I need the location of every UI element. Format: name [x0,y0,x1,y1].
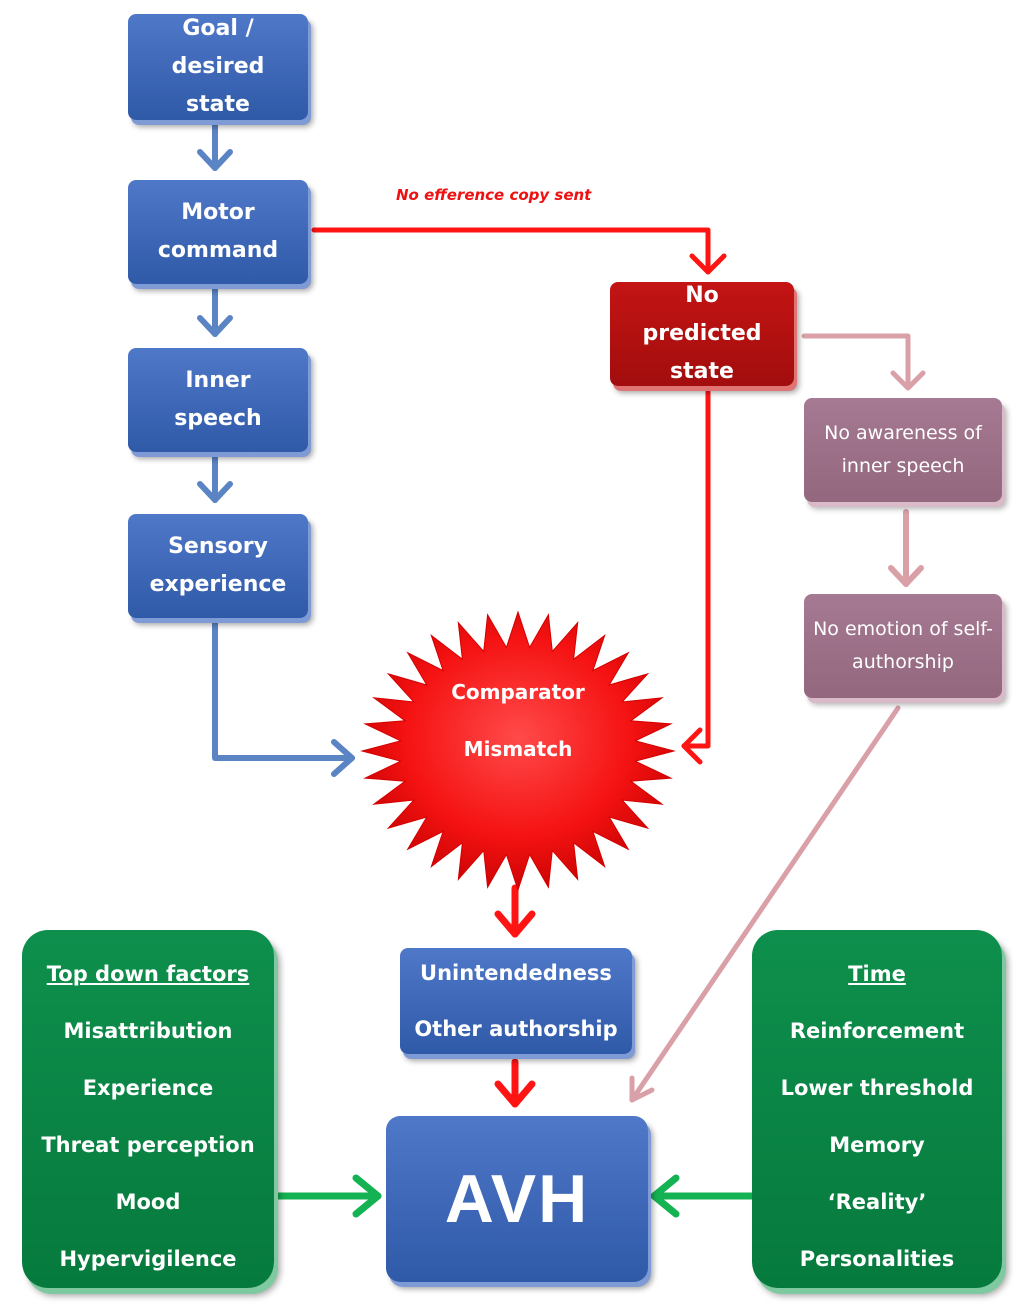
top-down-item: Hypervigilence [59,1247,237,1271]
unintendedness-to-avh-arrow [494,1058,536,1108]
motor-to-inner-arrow [197,285,233,337]
inner-speech-node: Inner speech [128,348,308,452]
comparator-text: Comparator Mismatch [360,664,676,778]
top-down-factors-panel: Top down factors Misattribution Experien… [22,930,274,1288]
time-title: Time [848,962,906,986]
top-down-item: Threat perception [41,1133,255,1157]
inner-to-sensory-arrow [197,453,233,503]
time-item: Reinforcement [789,1019,965,1043]
time-item: Personalities [799,1247,955,1271]
time-item: ‘Reality’ [827,1190,927,1214]
sensory-to-comparator-arrow [212,619,355,777]
sensory-experience-label: Sensory experience [149,534,287,597]
no-predicted-state-label: No predicted state [642,283,762,384]
motor-command-label: Motor command [157,200,279,263]
comparator-line-2: Mismatch [463,737,573,761]
time-item: Memory [829,1133,925,1157]
no-awareness-node: No awareness of inner speech [804,398,1002,502]
inner-speech-label: Inner speech [174,368,262,431]
motor-command-node: Motor command [128,180,308,284]
avh-node: AVH [386,1116,648,1282]
emotion-to-avh-arrow [629,705,901,1103]
goal-node: Goal / desired state [128,14,308,120]
comparator-to-unintendedness-arrow [494,884,536,938]
unintendedness-node: Unintendedness Other authorship [400,948,632,1054]
no-emotion-node: No emotion of self-authorship [804,594,1002,698]
top-down-item: Mood [115,1190,181,1214]
predicted-to-comparator-arrow [681,389,711,765]
sensory-experience-node: Sensory experience [128,514,308,618]
avh-label: AVH [444,1161,590,1237]
top-down-to-avh-arrow [274,1174,382,1218]
time-to-avh-arrow [650,1174,760,1218]
unintendedness-line-2: Other authorship [414,1017,618,1041]
no-efference-copy-arrow [311,227,727,275]
top-down-factors-title: Top down factors [46,962,250,986]
no-predicted-state-node: No predicted state [610,282,794,386]
comparator-line-1: Comparator [451,680,585,704]
top-down-item: Misattribution [63,1019,233,1043]
no-efference-copy-label: No efference copy sent [396,186,592,204]
goal-node-label: Goal / desired state [171,16,265,117]
goal-to-motor-arrow [197,119,233,171]
time-item: Lower threshold [780,1076,974,1100]
no-awareness-label: No awareness of inner speech [824,422,982,477]
comparator-burst [360,610,676,892]
unintendedness-line-1: Unintendedness [420,961,612,985]
awareness-to-emotion-arrow [888,509,924,587]
time-panel: Time Reinforcement Lower threshold Memor… [752,930,1002,1288]
no-emotion-label: No emotion of self-authorship [813,618,993,673]
predicted-to-awareness-arrow [801,333,926,391]
top-down-item: Experience [82,1076,214,1100]
